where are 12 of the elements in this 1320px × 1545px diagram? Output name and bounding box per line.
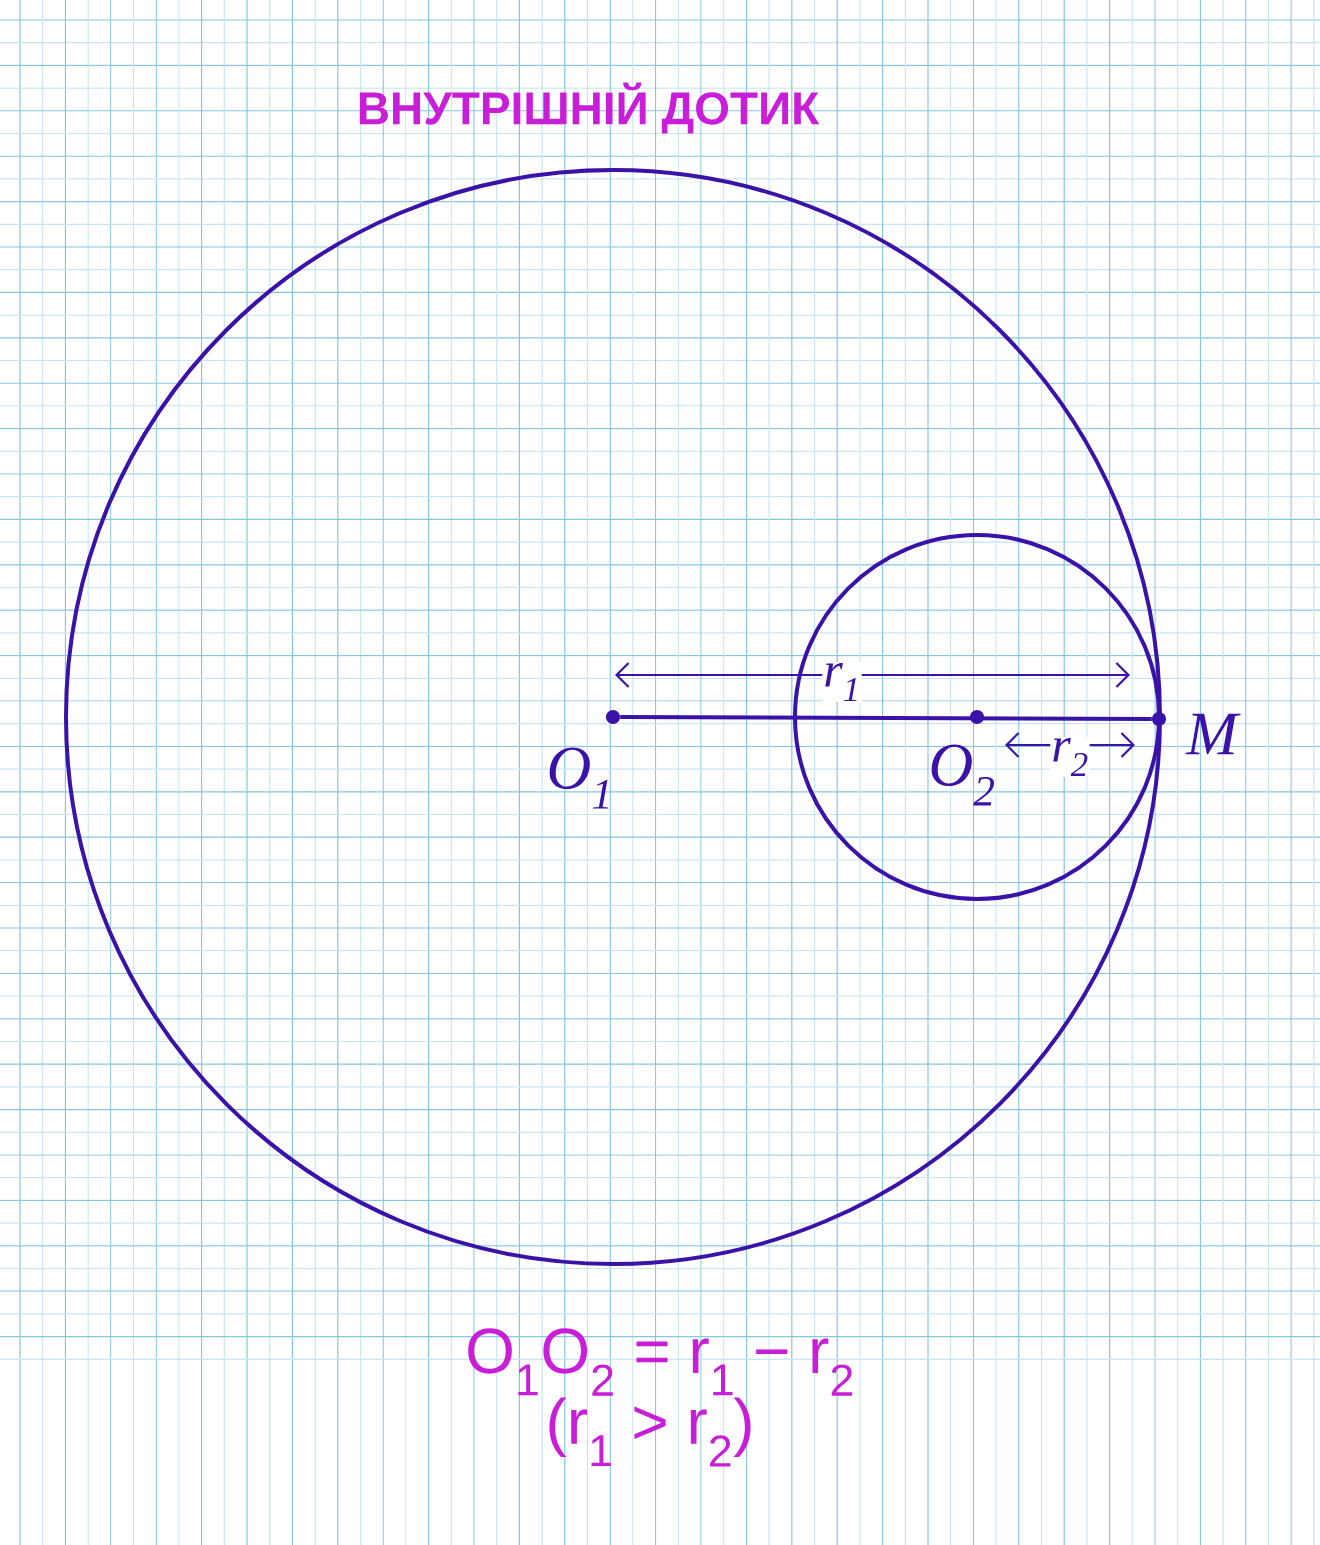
dimension-label: r$_{1}$ [822, 661, 862, 703]
point-label: O$_{2}$ [931, 744, 995, 806]
segment [620, 715, 1152, 721]
formula-text: O$_{1}$O$_{2}$ = r$_{1}$ − r$_{2}$ [468, 1328, 853, 1396]
point [970, 710, 984, 724]
point [1152, 712, 1166, 726]
title: ВНУТРІШНІЙ ДОТИК [359, 82, 820, 134]
point-label: M [1185, 713, 1241, 755]
dimension-label: r$_{2}$ [1050, 736, 1090, 778]
point-label: O$_{1}$ [549, 747, 609, 809]
formula-text: (r$_{1}$ > r$_{2}$) [549, 1397, 751, 1467]
point [606, 710, 620, 724]
